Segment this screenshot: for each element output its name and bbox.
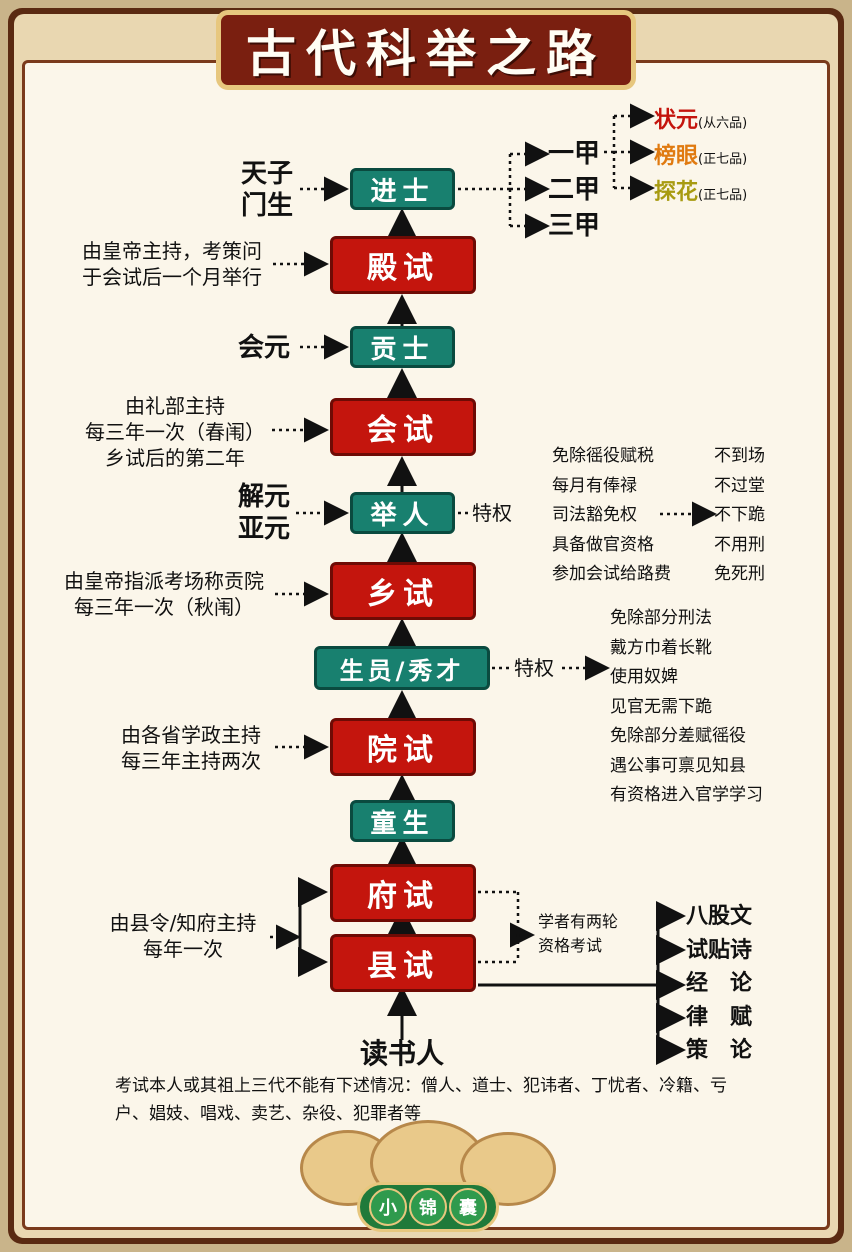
node-jinshi: 进士 (350, 168, 455, 210)
label-two-rounds: 学者有两轮 资格考试 (538, 910, 618, 958)
juren-exemption-list: 不到场 不过堂 不下跪 不用刑 免死刑 (714, 442, 765, 590)
rank-tanhua: 探花(正七品) (654, 174, 747, 206)
list-item: 律 赋 (686, 1004, 753, 1030)
node-fushi: 府试 (330, 864, 476, 922)
list-item: 不到场 (714, 446, 765, 466)
list-item: 试贴诗 (686, 937, 753, 963)
badge-char: 锦 (409, 1188, 447, 1226)
rank-zhuangyuan: 状元(从六品) (654, 102, 747, 134)
rank-bangyan: 榜眼(正七品) (654, 138, 747, 170)
label-line: 每三年一次（秋闱） (74, 595, 254, 619)
restriction-note: 考试本人或其祖上三代不能有下述情况：僧人、道士、犯讳者、丁忧者、冷籍、亏户、娼妓… (115, 1076, 727, 1124)
label-tianzi-mensheng: 天子 门生 (235, 158, 299, 222)
list-item: 参加会试给路费 (552, 564, 671, 584)
list-item: 免除部分刑法 (610, 608, 712, 628)
label-dianshi-note: 由皇帝主持，考策问 于会试后一个月举行 (72, 238, 272, 290)
label-line: 于会试后一个月举行 (82, 265, 262, 289)
page-title: 古代科举之路 (246, 24, 606, 83)
label-tequan-shengyuan: 特权 (514, 656, 554, 680)
list-item: 司法豁免权 (552, 505, 637, 525)
label-huiyuan: 会元 (237, 333, 290, 363)
label-line: 学者有两轮 (538, 912, 619, 931)
label-line: 每三年主持两次 (121, 749, 261, 773)
label-line: 天子 (240, 159, 293, 189)
label-line: 解元 (237, 482, 290, 512)
title-plate: 古代科举之路 (216, 10, 636, 90)
rank-name: 探花 (654, 180, 699, 205)
jia-1: 一甲 (548, 139, 601, 169)
label-yuanshi-note: 由各省学政主持 每三年主持两次 (108, 722, 274, 774)
label-line: 乡试后的第二年 (105, 446, 245, 470)
xiaojinnang-badge: 小 锦 囊 (357, 1182, 499, 1232)
label-xiangshi-note: 由皇帝指派考场称贡院 每三年一次（秋闱） (54, 568, 274, 620)
list-item: 有资格进入官学学习 (610, 785, 763, 805)
label-line: 由皇帝主持，考策问 (82, 239, 262, 263)
node-yuanshi: 院试 (330, 718, 476, 776)
node-gongshi: 贡士 (350, 326, 455, 368)
shengyuan-privilege-list: 免除部分刑法 戴方巾着长靴 使用奴婢 见官无需下跪 免除部分差赋徭役 遇公事可禀… (610, 604, 763, 811)
list-item: 免死刑 (714, 564, 765, 584)
list-item: 使用奴婢 (610, 667, 678, 687)
rank-grade: (从六品) (698, 116, 748, 131)
list-item: 策 论 (686, 1038, 753, 1063)
list-item: 不下跪 (714, 505, 765, 525)
list-item: 八股文 (686, 904, 753, 929)
list-item: 不过堂 (714, 475, 765, 496)
subject-list: 八股文 试贴诗 经 论 律 赋 策 论 (686, 900, 752, 1068)
list-item: 免除部分差赋徭役 (610, 726, 746, 746)
node-dianshi: 殿试 (330, 236, 476, 294)
rank-name: 状元 (654, 108, 699, 133)
jia-3: 三甲 (548, 211, 601, 241)
list-item: 见官无需下跪 (610, 696, 712, 717)
label-huishi-note: 由礼部主持 每三年一次（春闱） 乡试后的第二年 (80, 393, 270, 471)
list-item: 每月有俸禄 (552, 475, 637, 496)
label-line: 由县令/知府主持 (109, 911, 257, 935)
node-xiangshi: 乡试 (330, 562, 476, 620)
label-line: 亚元 (237, 514, 290, 544)
badge-char: 囊 (449, 1188, 487, 1226)
node-tongsheng: 童生 (350, 800, 455, 842)
list-item: 经 论 (686, 971, 753, 996)
node-xianshi: 县试 (330, 934, 476, 992)
juren-privilege-list: 免除徭役赋税 每月有俸禄 司法豁免权 具备做官资格 参加会试给路费 (552, 442, 671, 590)
label-jieyuan-yayuan: 解元 亚元 (232, 481, 296, 545)
list-item: 戴方巾着长靴 (610, 637, 712, 658)
label-dushuren: 读书人 (359, 1037, 444, 1070)
list-item: 免除徭役赋税 (552, 446, 654, 466)
node-huishi: 会试 (330, 398, 476, 456)
rank-grade: (正七品) (698, 152, 748, 167)
rank-grade: (正七品) (698, 188, 748, 203)
label-fushi-note: 由县令/知府主持 每年一次 (98, 910, 268, 962)
label-line: 由各省学政主持 (121, 723, 261, 747)
list-item: 遇公事可禀见知县 (610, 755, 746, 776)
label-line: 由礼部主持 (125, 394, 225, 418)
label-line: 由皇帝指派考场称贡院 (64, 569, 264, 593)
label-line: 每三年一次（春闱） (85, 420, 265, 444)
list-item: 不用刑 (714, 534, 765, 555)
label-tequan-juren: 特权 (472, 501, 512, 525)
node-juren: 举人 (350, 492, 455, 534)
label-line: 资格考试 (538, 936, 603, 955)
node-shengyuan: 生员/秀才 (314, 646, 490, 690)
list-item: 具备做官资格 (552, 534, 654, 555)
rank-name: 榜眼 (654, 144, 699, 169)
label-line: 每年一次 (143, 937, 223, 961)
badge-char: 小 (369, 1188, 407, 1226)
label-line: 门生 (240, 191, 293, 221)
jia-2: 二甲 (548, 175, 601, 205)
